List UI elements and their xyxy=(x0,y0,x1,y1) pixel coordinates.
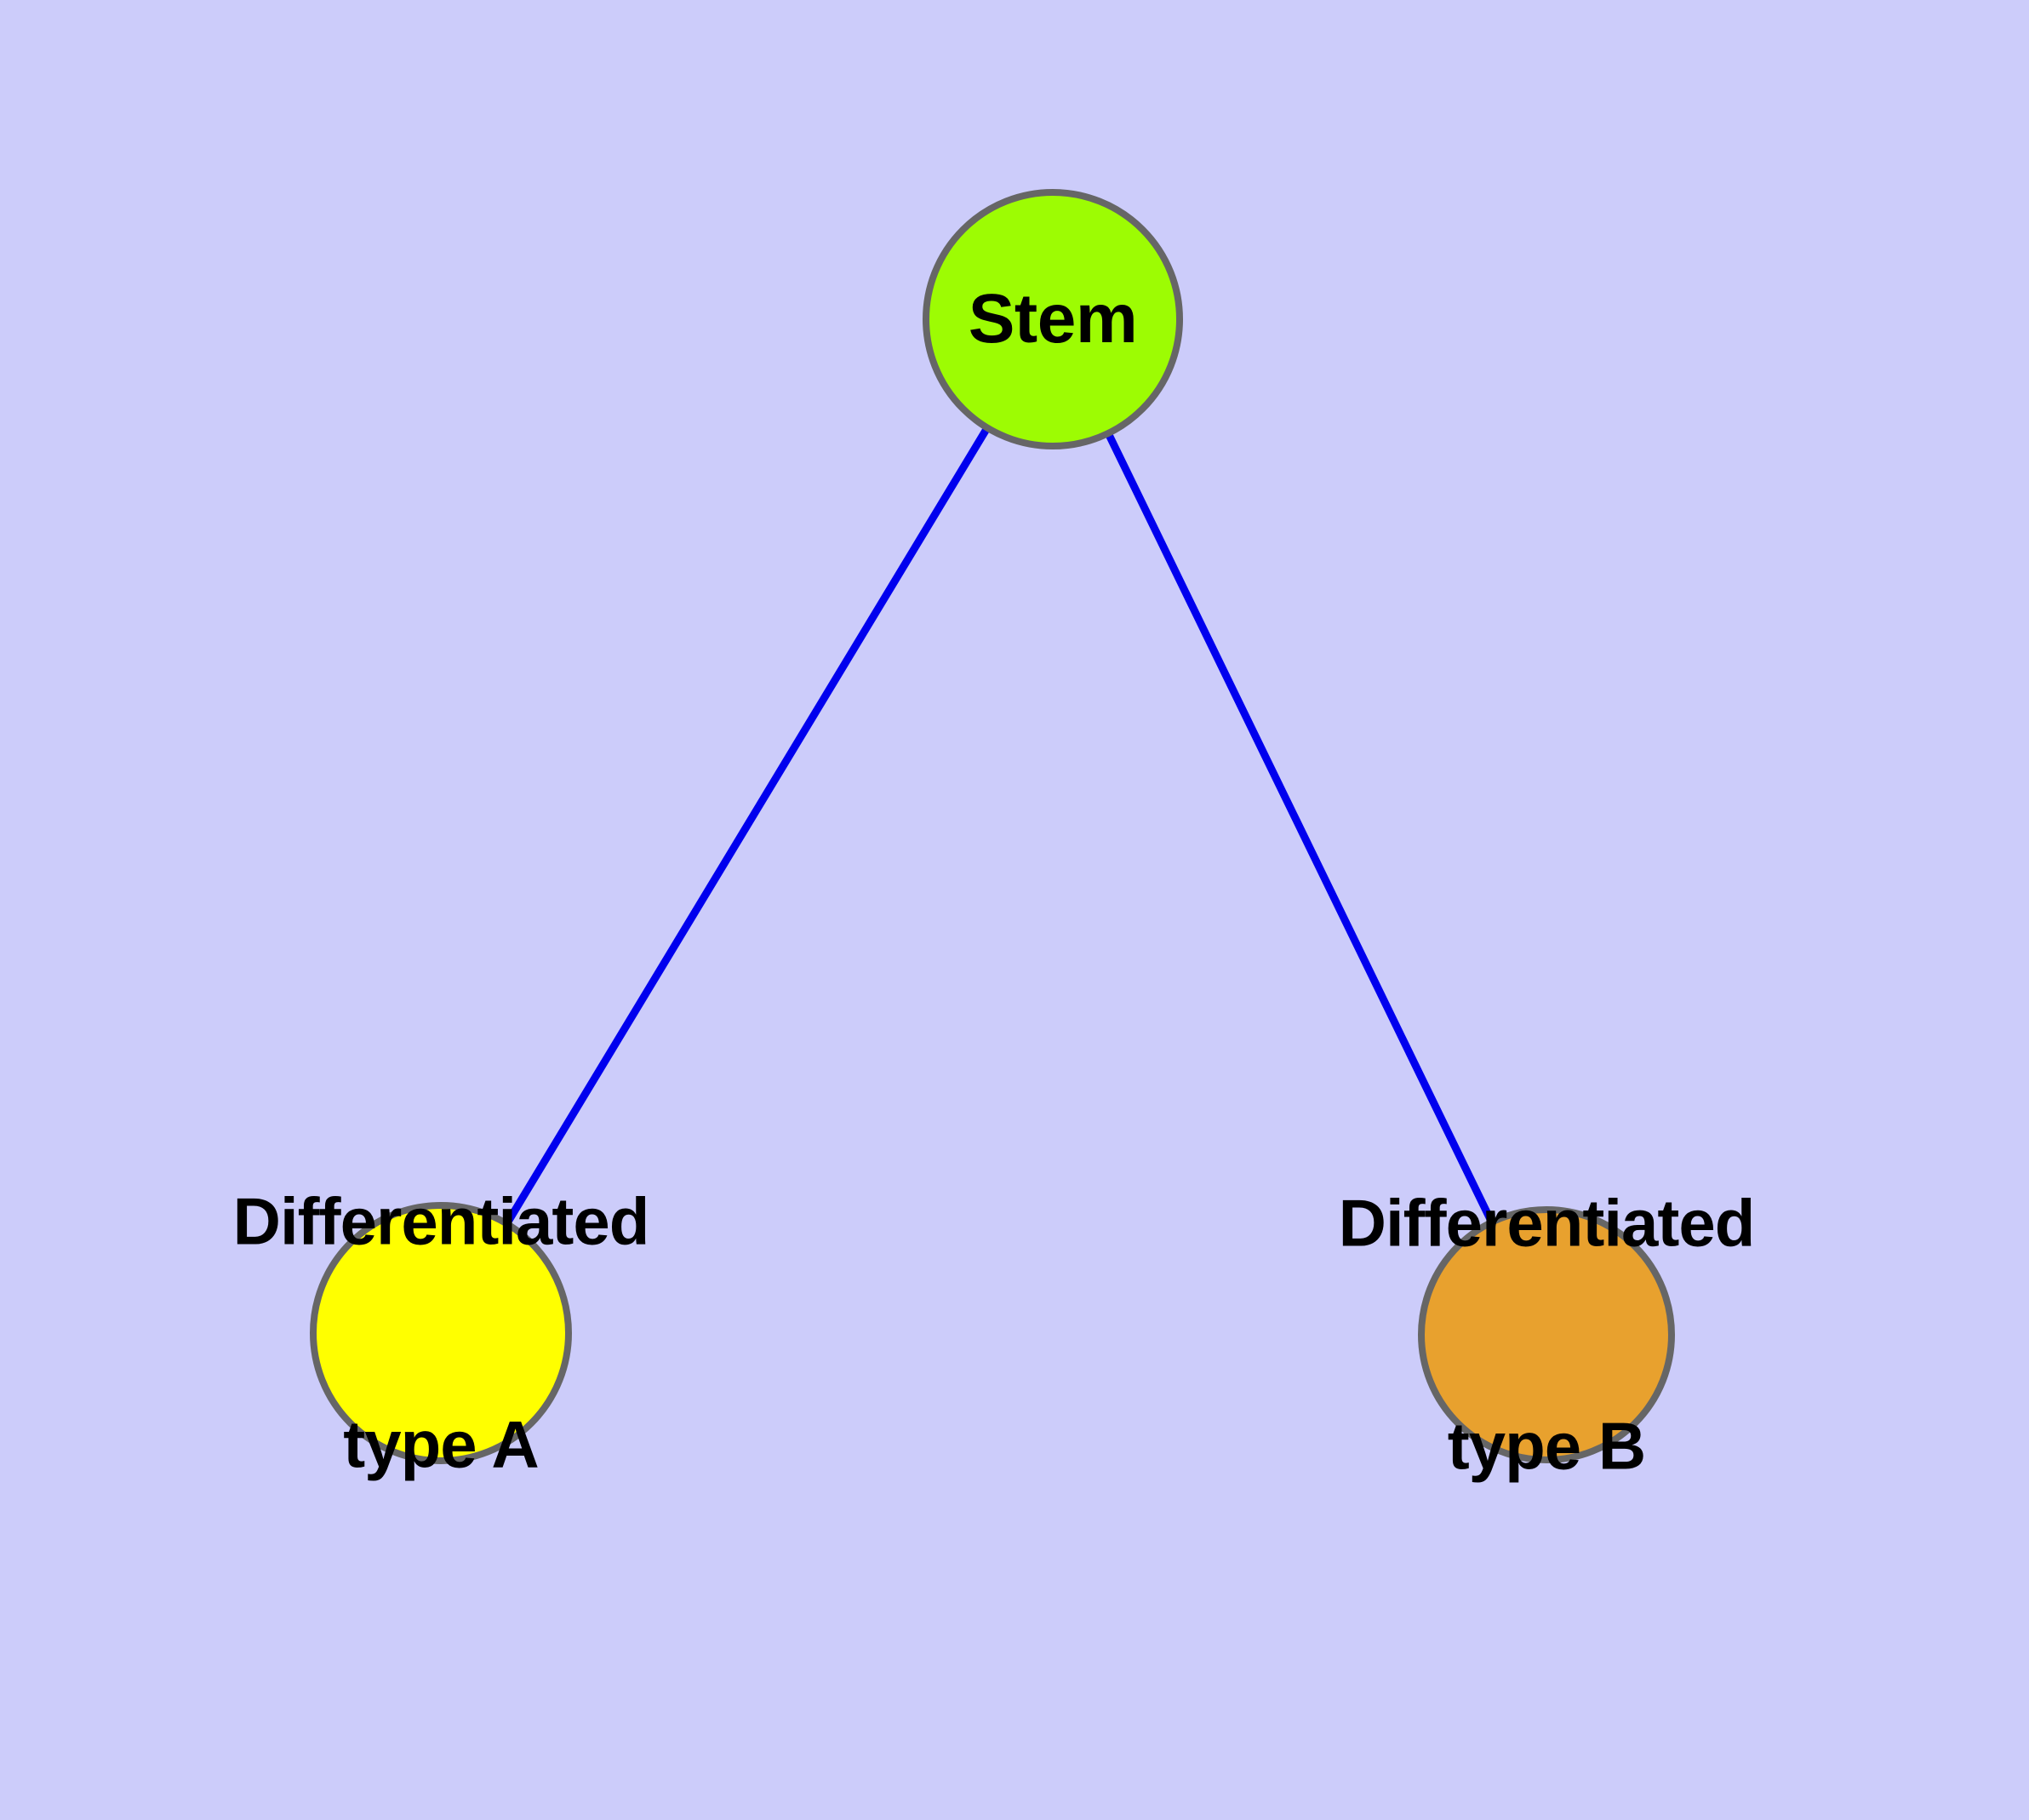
node-differentiated-type-a[interactable] xyxy=(310,1202,572,1464)
node-layer xyxy=(310,189,1675,1464)
edge-stem-to-differentiated-type-a[interactable] xyxy=(437,317,1056,1336)
node-stem[interactable] xyxy=(923,189,1183,449)
edge-layer xyxy=(437,317,1551,1336)
node-differentiated-type-b[interactable] xyxy=(1418,1206,1675,1463)
edge-stem-to-differentiated-type-b[interactable] xyxy=(1049,318,1551,1336)
